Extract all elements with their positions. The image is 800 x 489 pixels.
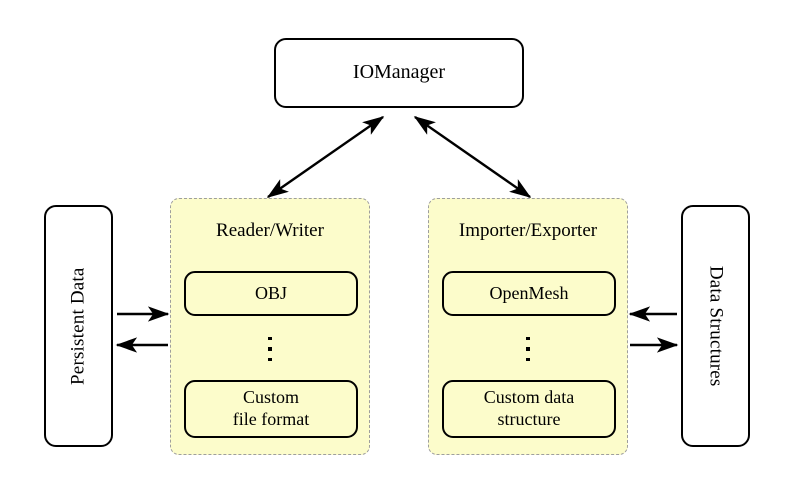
persistent-data-label: Persistent Data <box>67 267 89 385</box>
node-obj[interactable]: OBJ <box>184 271 358 316</box>
node-custom-file-format-label-line2: file format <box>232 409 310 429</box>
ellipsis-reader-writer <box>171 326 369 372</box>
group-reader-writer-title: Reader/Writer <box>216 220 324 241</box>
data-structures-label: Data Structures <box>705 265 727 387</box>
ellipsis-importer-exporter <box>429 326 627 372</box>
io-manager-label: IOManager <box>352 61 446 84</box>
arrow-manager-importer-exporter <box>413 116 532 198</box>
node-obj-label: OBJ <box>254 282 287 303</box>
node-custom-data-structure-label-line2: structure <box>497 409 561 429</box>
node-custom-file-format[interactable]: Custom file format <box>184 380 358 438</box>
node-openmesh-label: OpenMesh <box>489 282 569 303</box>
node-persistent-data[interactable]: Persistent Data <box>44 205 113 447</box>
node-custom-data-structure[interactable]: Custom data structure <box>442 380 616 438</box>
group-importer-exporter[interactable]: Importer/Exporter OpenMesh Custom data s… <box>428 198 628 455</box>
arrow-manager-reader-writer <box>266 116 385 198</box>
node-custom-file-format-label-line1: Custom <box>242 387 299 408</box>
node-io-manager[interactable]: IOManager <box>274 38 524 108</box>
group-importer-exporter-title: Importer/Exporter <box>458 220 598 241</box>
group-reader-writer[interactable]: Reader/Writer OBJ Custom file format <box>170 198 370 455</box>
node-data-structures[interactable]: Data Structures <box>681 205 750 447</box>
node-custom-data-structure-label-line1: Custom data <box>483 387 575 408</box>
node-openmesh[interactable]: OpenMesh <box>442 271 616 316</box>
